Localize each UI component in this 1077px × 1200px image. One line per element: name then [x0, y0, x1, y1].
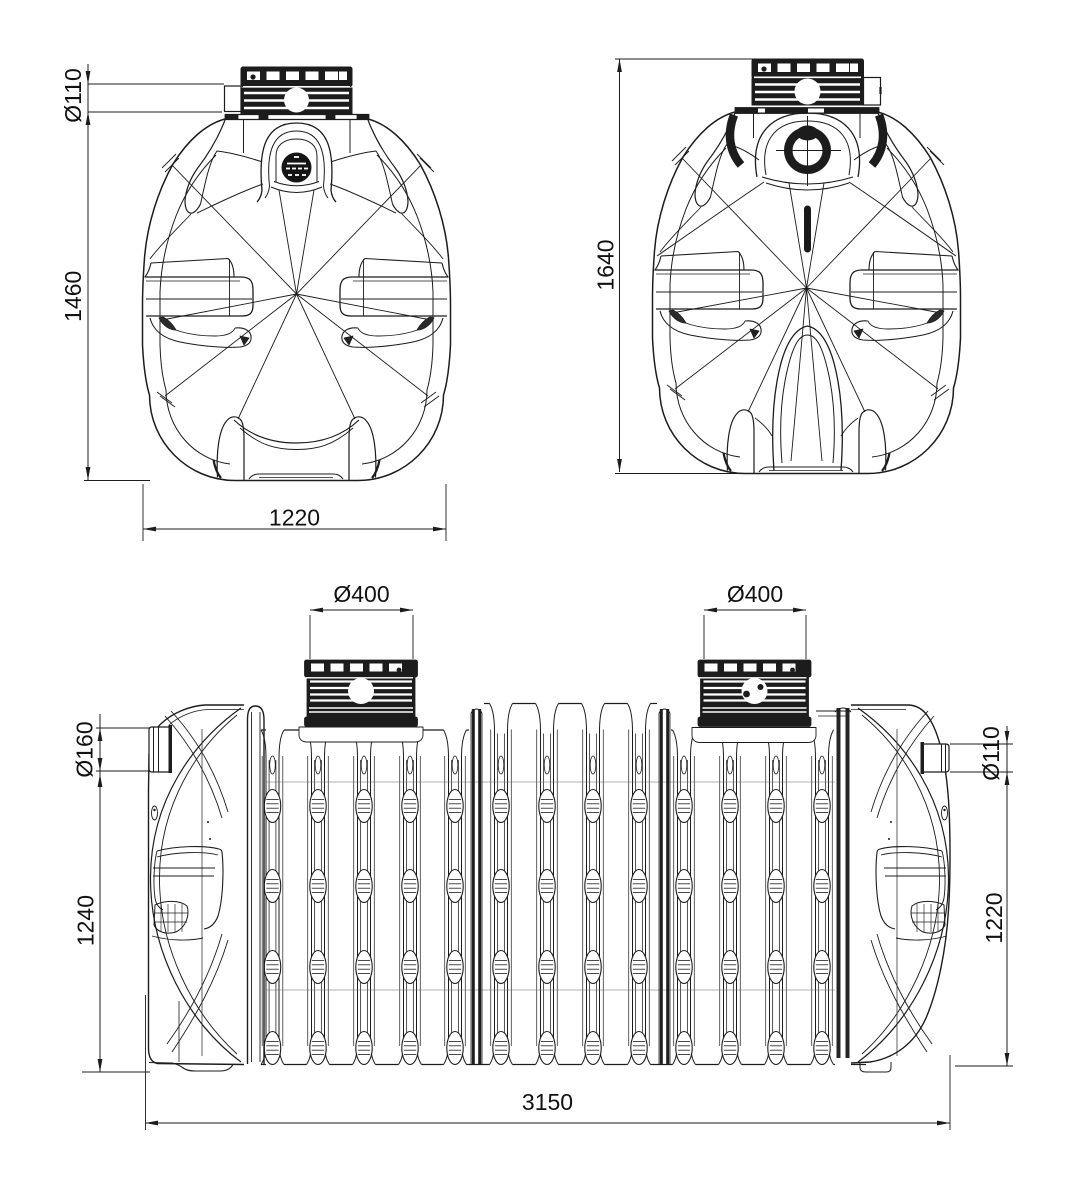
- svg-text:3150: 3150: [522, 1089, 573, 1115]
- svg-text:1640: 1640: [593, 239, 619, 290]
- svg-text:1240: 1240: [73, 895, 99, 946]
- svg-text:1460: 1460: [60, 271, 86, 322]
- svg-text:Ø400: Ø400: [727, 581, 783, 607]
- svg-text:Ø160: Ø160: [72, 721, 98, 777]
- svg-text:Ø400: Ø400: [333, 581, 389, 607]
- svg-text:Ø110: Ø110: [60, 68, 86, 123]
- svg-text:Ø110: Ø110: [978, 726, 1004, 781]
- svg-text:1220: 1220: [269, 505, 320, 531]
- svg-text:1220: 1220: [981, 892, 1007, 943]
